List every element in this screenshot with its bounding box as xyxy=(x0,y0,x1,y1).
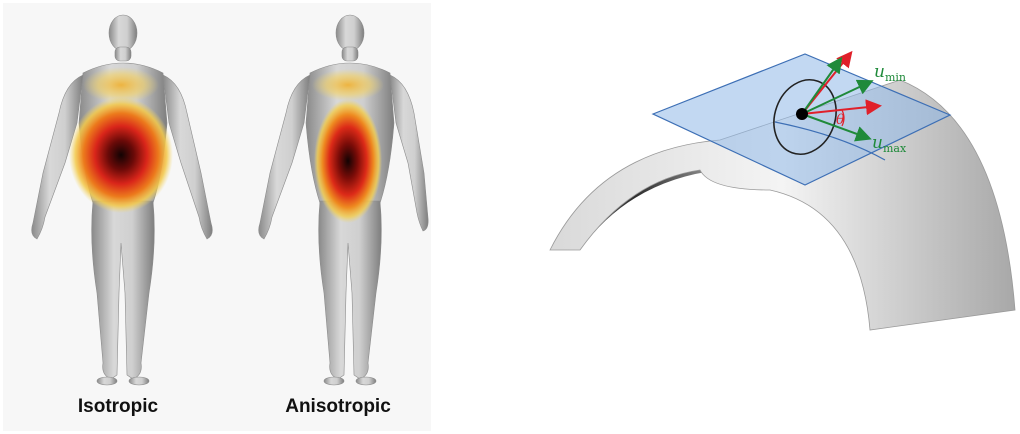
heatmap-comparison-panel: Isotropic Anisotropic xyxy=(3,3,431,431)
anisotropic-heat-region xyxy=(314,99,382,223)
anisotropic-caption: Anisotropic xyxy=(285,396,391,418)
isotropic-caption: Isotropic xyxy=(78,396,158,418)
theta-label: θ xyxy=(836,112,845,128)
surface-diagram-panel: umin umax θ xyxy=(540,40,1020,340)
surface-point xyxy=(796,108,808,120)
anisotropic-chest-heat xyxy=(312,69,384,101)
curvature-diagram: umin umax θ xyxy=(540,40,1020,340)
isotropic-heat-region xyxy=(69,97,173,213)
u-min-label: umin xyxy=(874,62,906,84)
human-figures-illustration xyxy=(3,3,431,431)
